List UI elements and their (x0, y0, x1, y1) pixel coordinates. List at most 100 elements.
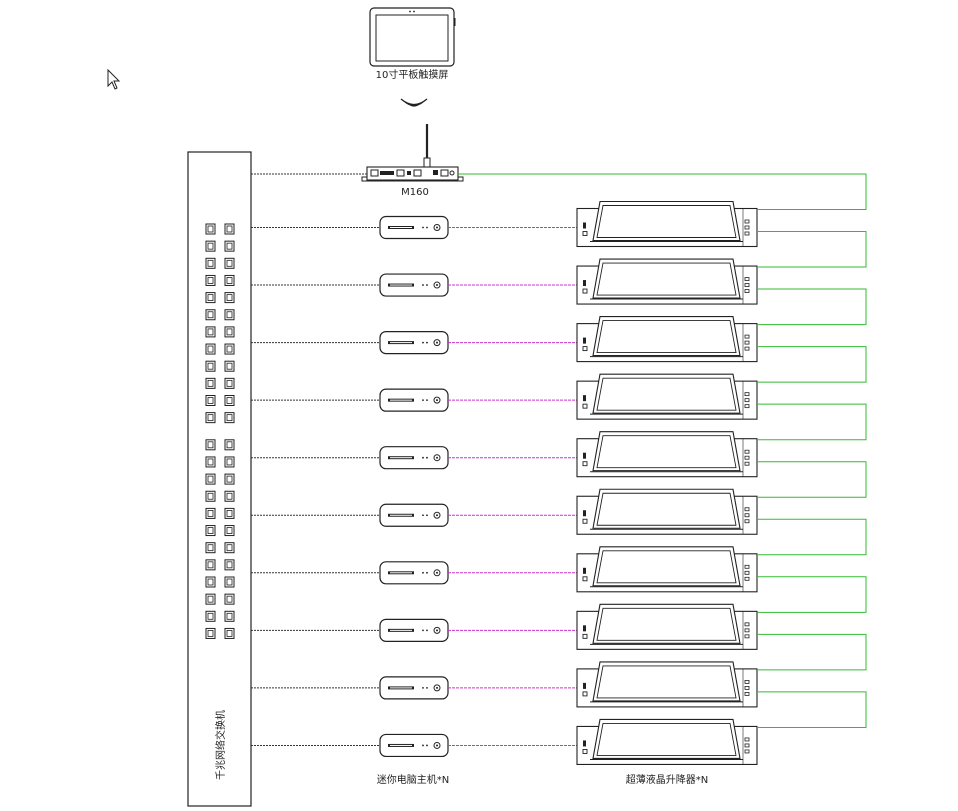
switch-label: 千兆网络交换机 (214, 710, 227, 780)
rj45-port-icon (205, 309, 216, 321)
device-row (251, 488, 758, 535)
rj45-port-icon (205, 360, 216, 372)
mini-pc-label: 迷你电脑主机*N (377, 773, 449, 786)
lcd-lift (576, 200, 758, 248)
mini-pc (379, 331, 449, 355)
lcd-lift (576, 488, 758, 535)
device-row (251, 661, 758, 708)
device-row (251, 718, 758, 766)
rj45-port-icon (224, 343, 235, 355)
rj45-port-icon (224, 542, 235, 554)
rj45-port-icon (205, 627, 216, 639)
rj45-port-icon (224, 223, 235, 235)
lift-label: 超薄液晶升降器*N (626, 773, 708, 786)
control-line (757, 518, 867, 556)
rj45-port-icon (205, 576, 216, 588)
rj45-port-icon (224, 395, 235, 406)
rj45-port-icon (224, 240, 235, 252)
control-line (757, 403, 867, 441)
rj45-port-icon (224, 274, 235, 286)
mini-pc (379, 273, 449, 297)
rj45-port-icon (205, 292, 216, 304)
control-line (757, 461, 867, 498)
cursor-icon (107, 68, 121, 90)
control-line (757, 288, 867, 326)
mini-pc (379, 733, 449, 758)
controller-device (361, 124, 464, 182)
rj45-port-icon (205, 473, 216, 485)
rj45-port-icon (224, 507, 235, 519)
rj45-port-icon (205, 593, 216, 605)
mini-pc (379, 215, 449, 240)
device-row (251, 373, 758, 420)
rj45-port-icon (224, 610, 235, 622)
rj45-port-icon (224, 257, 235, 269)
tablet-label: 10寸平板触摸屏 (376, 68, 449, 81)
mini-pc (379, 503, 449, 527)
rj45-port-icon (205, 326, 216, 338)
lcd-lift (576, 258, 758, 305)
lcd-lift (576, 431, 758, 478)
lcd-lift (576, 661, 758, 708)
device-row (251, 200, 758, 248)
device-row (251, 431, 758, 478)
mini-pc (379, 446, 449, 470)
control-line (458, 173, 867, 210)
rj45-port-icon (205, 223, 216, 235)
rj45-port-icon (205, 439, 216, 451)
rj45-port-icon (205, 274, 216, 286)
rj45-port-icon (205, 490, 216, 502)
rj45-port-icon (205, 395, 216, 406)
rj45-port-icon (224, 360, 235, 372)
mini-pc (379, 618, 449, 642)
control-line (757, 691, 867, 728)
rj45-port-icon (205, 257, 216, 269)
rj45-port-icon (205, 542, 216, 554)
control-line (757, 231, 867, 268)
device-row (251, 316, 758, 363)
rj45-port-icon (205, 507, 216, 519)
lcd-lift (576, 546, 758, 593)
control-line (757, 633, 867, 671)
device-row (251, 603, 758, 650)
rj45-port-icon (224, 456, 235, 468)
rj45-port-icon (224, 559, 235, 571)
rj45-port-icon (224, 593, 235, 605)
mini-pc (379, 561, 449, 585)
device-rows (251, 200, 758, 766)
switch-port-group (205, 223, 235, 639)
control-line-chain (458, 173, 867, 728)
rj45-port-icon (224, 627, 235, 639)
control-line (757, 346, 867, 383)
rj45-port-icon (224, 309, 235, 321)
rj45-port-icon (205, 412, 216, 424)
device-row (251, 546, 758, 593)
rj45-port-icon (224, 412, 235, 424)
lcd-lift (576, 373, 758, 420)
controller-label: M160 (401, 187, 429, 198)
rj45-port-icon (205, 343, 216, 355)
control-line (757, 576, 867, 613)
tablet-device (369, 7, 456, 67)
lcd-lift (576, 603, 758, 650)
rj45-port-icon (205, 559, 216, 571)
rj45-port-icon (205, 610, 216, 622)
rj45-port-icon (224, 326, 235, 338)
mini-pc (379, 676, 449, 700)
rj45-port-icon (205, 240, 216, 252)
network-switch (187, 151, 252, 807)
rj45-port-icon (224, 292, 235, 304)
rj45-port-icon (205, 525, 216, 537)
rj45-port-icon (224, 377, 235, 389)
rj45-port-icon (224, 490, 235, 502)
wifi-signal-icon (400, 98, 428, 107)
rj45-port-icon (205, 377, 216, 389)
device-row (251, 258, 758, 305)
lcd-lift (576, 316, 758, 363)
rj45-port-icon (224, 576, 235, 588)
rj45-port-icon (205, 456, 216, 468)
lcd-lift (576, 718, 758, 766)
rj45-port-icon (224, 439, 235, 451)
rj45-port-icon (224, 473, 235, 485)
